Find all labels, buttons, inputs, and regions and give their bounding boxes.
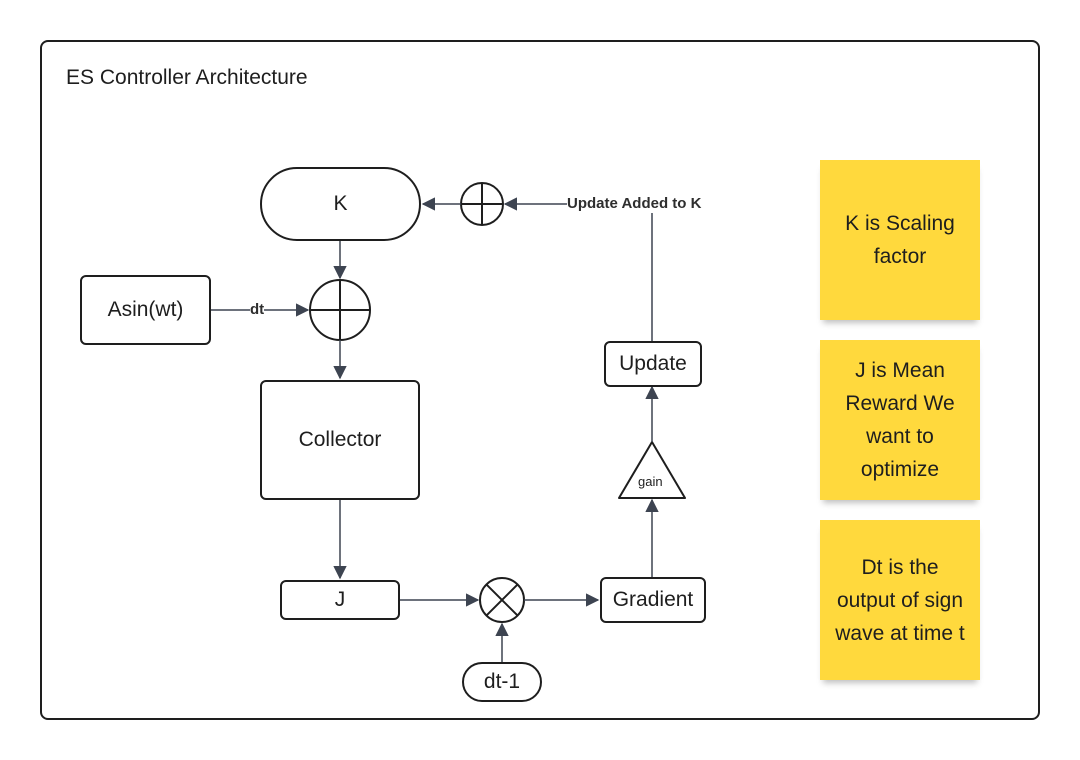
node-gradient: Gradient: [600, 577, 706, 623]
arrow-update-to-sum: [503, 197, 653, 341]
edge-label-dt: dt: [250, 301, 265, 319]
node-asin-label: Asin(wt): [107, 298, 184, 321]
edge-label-update-added: Update Added to K: [567, 195, 702, 213]
node-gradient-label: Gradient: [612, 588, 694, 611]
node-j: J: [280, 580, 400, 620]
node-asin: Asin(wt): [80, 275, 211, 345]
node-dt-minus-1: dt-1: [462, 662, 542, 702]
multiply-junction: [479, 577, 525, 623]
gain-triangle: [618, 441, 686, 499]
sticky-note-k: K is Scaling factor: [820, 160, 980, 320]
node-collector-label: Collector: [298, 428, 382, 451]
sticky-note-dt-text: Dt is the output of sign wave at time t: [835, 555, 965, 645]
node-update-label: Update: [619, 352, 687, 375]
node-k-label: K: [333, 192, 348, 215]
diagram-title: ES Controller Architecture: [66, 66, 308, 89]
node-dt-minus-1-label: dt-1: [483, 670, 521, 693]
node-j-label: J: [334, 588, 346, 611]
sticky-note-dt: Dt is the output of sign wave at time t: [820, 520, 980, 680]
sticky-note-k-text: K is Scaling factor: [845, 212, 955, 268]
gain-label: gain: [638, 474, 663, 489]
node-collector: Collector: [260, 380, 420, 500]
sticky-note-j-text: J is Mean Reward We want to optimize: [845, 359, 955, 481]
node-update: Update: [604, 341, 702, 387]
sum-junction-main: [309, 279, 371, 341]
sticky-note-j: J is Mean Reward We want to optimize: [820, 340, 980, 500]
node-k: K: [260, 167, 421, 241]
sum-junction-top: [460, 182, 504, 226]
